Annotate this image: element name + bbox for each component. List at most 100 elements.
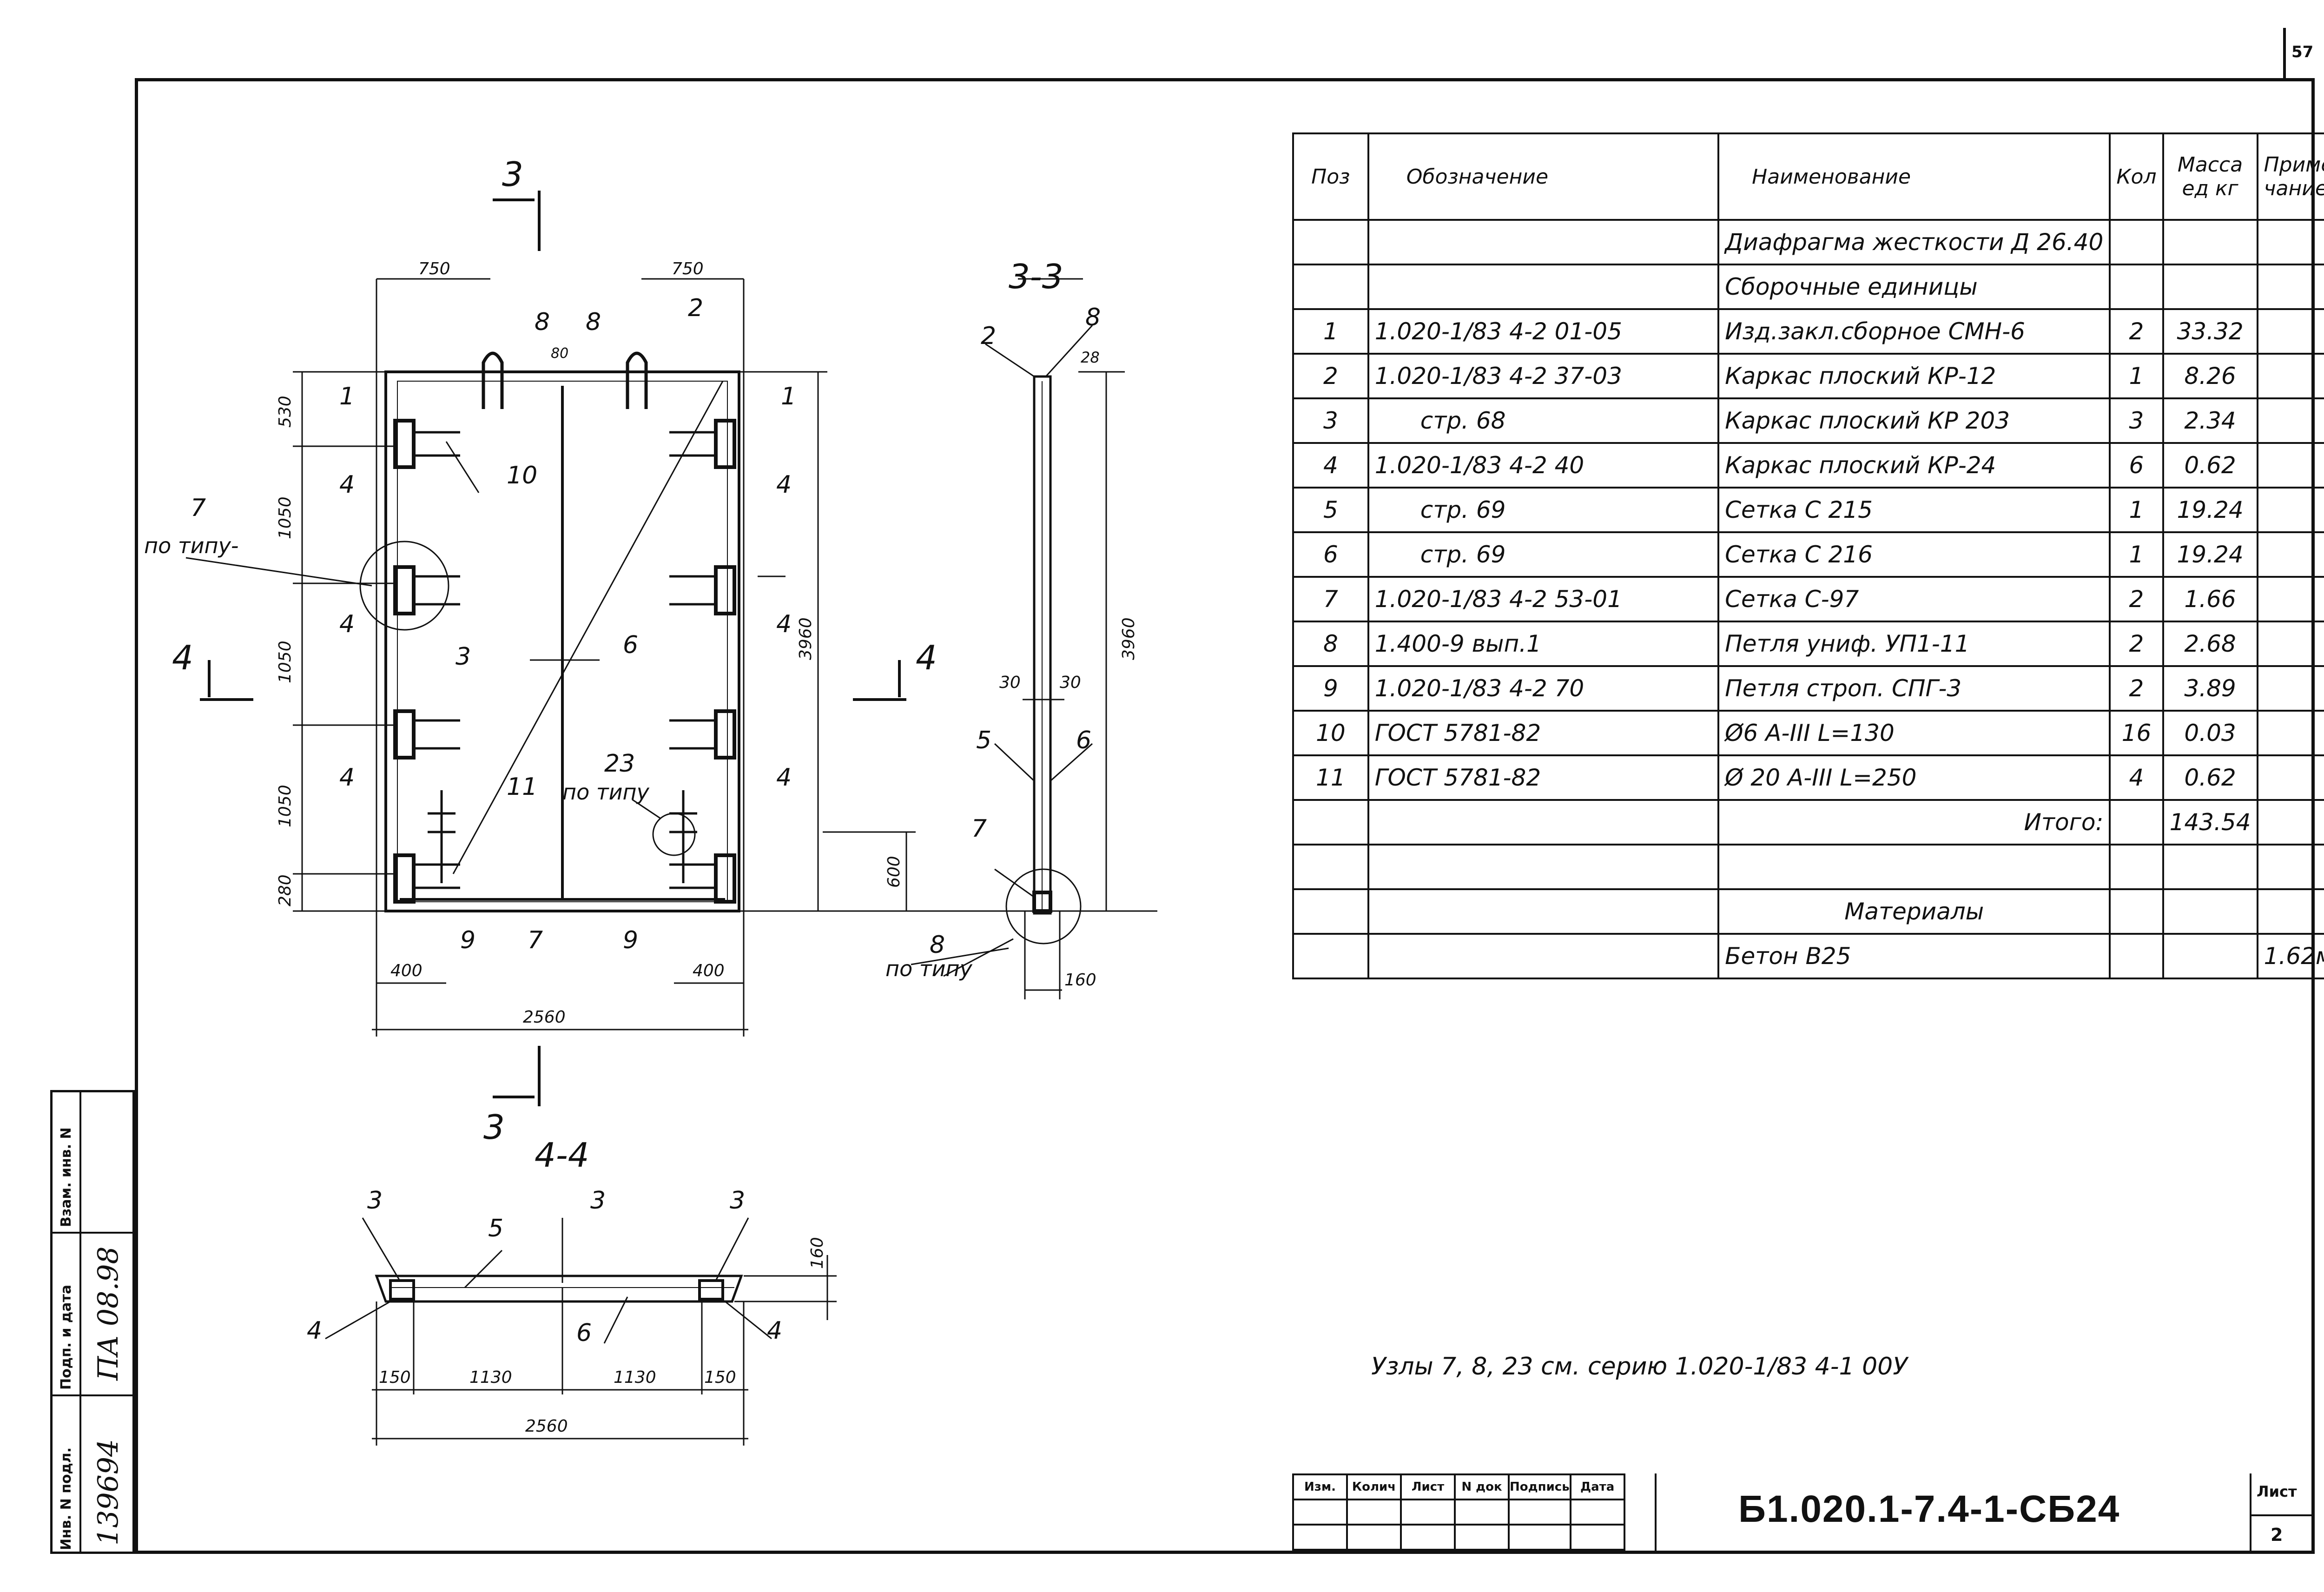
cell-mass: 0.62 [2162, 754, 2258, 801]
dim-1050-b: 1050 [276, 641, 295, 683]
cell-mass [2162, 219, 2258, 265]
cell-qty: 1 [2109, 531, 2164, 578]
dim-3960-elev: 3960 [796, 617, 815, 660]
cell-qty [2109, 264, 2164, 310]
sheet-value: 2 [2271, 1525, 2283, 1545]
section-3-3 [911, 278, 1125, 999]
cell-note [2256, 710, 2324, 756]
stamp-label-podp: Подп. и дата [58, 1284, 74, 1390]
cell-pos: 9 [1292, 665, 1369, 712]
sheet-label: Лист [2257, 1483, 2297, 1500]
cell-designation: стр. 69 [1367, 531, 1720, 578]
cell-pos [1292, 799, 1369, 846]
cell-note: 1.62м³ [2256, 933, 2324, 979]
table-row [1292, 844, 2324, 890]
cell-designation: 1.020-1/83 4-2 40 [1367, 442, 1720, 489]
cell-name: Бетон В25 [1717, 933, 2111, 979]
cell-name: Материалы [1717, 888, 2111, 935]
dim-530: 530 [276, 396, 295, 428]
pos-6-44: 6 [576, 1319, 592, 1347]
dim-150-right: 150 [704, 1368, 736, 1387]
tb-divider-sheet [2250, 1473, 2251, 1554]
cell-pos: 11 [1292, 754, 1369, 801]
cell-qty: 4 [2109, 754, 2164, 801]
tb-col-data: Дата [1569, 1473, 1625, 1500]
cell-name: Ø6 А-III L=130 [1717, 710, 2111, 756]
cell-designation [1367, 844, 1720, 890]
tb-col-kol: Колич [1346, 1473, 1402, 1500]
view-title-33: 3-3 [1009, 257, 1063, 296]
main-elevation [185, 191, 1157, 1106]
cell-designation [1367, 219, 1720, 265]
cell-note [2256, 219, 2324, 265]
dim-150-left: 150 [379, 1368, 411, 1387]
stamp-value-podp: ПА 08.98 [92, 1246, 125, 1381]
cell-mass: 8.26 [2162, 353, 2258, 399]
cell-qty: 6 [2109, 442, 2164, 489]
dim-1050-a: 1050 [276, 496, 295, 539]
pos-11: 11 [507, 773, 537, 801]
dim-1130-right: 1130 [614, 1368, 656, 1387]
col-header-name: Наименование [1717, 132, 2111, 221]
cell-pos: 2 [1292, 353, 1369, 399]
cell-note [2256, 799, 2324, 846]
label-by-type-7: по типу- [144, 533, 238, 558]
cell-pos: 8 [1292, 621, 1369, 667]
cell-mass: 19.24 [2162, 487, 2258, 533]
cell-note [2256, 531, 2324, 578]
cell-qty: 1 [2109, 353, 2164, 399]
pos-9-right: 9 [623, 926, 638, 954]
section-4-4 [325, 1217, 837, 1446]
dim-750-left: 750 [418, 259, 450, 278]
pos-9-left: 9 [460, 926, 475, 954]
pos-7-bottom: 7 [528, 926, 543, 954]
cell-mass: 0.62 [2162, 442, 2258, 489]
cell-pos [1292, 888, 1369, 935]
cell-qty: 1 [2109, 487, 2164, 533]
dim-400-right: 400 [693, 961, 725, 980]
pos-4-l3: 4 [339, 764, 355, 792]
cell-pos: 10 [1292, 710, 1369, 756]
pos-6-33: 6 [1076, 727, 1091, 754]
pos-7-elev: 7 [191, 494, 206, 522]
pos-7-33: 7 [971, 815, 987, 843]
col-header-note: Приме- чание [2256, 132, 2324, 221]
cell-note [2256, 844, 2324, 890]
cell-note [2256, 264, 2324, 310]
cell-qty: 2 [2109, 576, 2164, 622]
cell-note [2256, 888, 2324, 935]
pos-3-44-right: 3 [730, 1187, 745, 1215]
cell-note [2256, 397, 2324, 444]
pos-4-r3: 4 [776, 764, 792, 792]
cell-mass [2162, 888, 2258, 935]
dim-28: 28 [1081, 349, 1100, 366]
cell-designation: 1.020-1/83 4-2 53-01 [1367, 576, 1720, 622]
pos-4-l2: 4 [339, 610, 355, 638]
pos-4-44-right: 4 [767, 1317, 782, 1345]
cell-designation [1367, 799, 1720, 846]
col-header-mass: Масса ед кг [2162, 132, 2258, 221]
col-header-qty: Кол [2109, 132, 2164, 221]
cell-qty [2109, 888, 2164, 935]
cell-note [2256, 576, 2324, 622]
cell-name: Петля строп. СПГ-3 [1717, 665, 2111, 712]
cell-designation [1367, 264, 1720, 310]
cell-qty: 3 [2109, 397, 2164, 444]
stamp-label-inv: Инв. N подл. [58, 1447, 74, 1550]
cell-mass: 143.54 [2162, 799, 2258, 846]
pos-23: 23 [604, 750, 635, 778]
cell-note [2256, 308, 2324, 355]
dim-30-right: 30 [1060, 673, 1081, 692]
dim-750-right: 750 [672, 259, 704, 278]
section-label-4-right: 4 [916, 638, 937, 677]
table-header-row: Поз Обозначение Наименование Кол Масса е… [1292, 132, 2324, 221]
pos-2-elev: 2 [688, 294, 703, 322]
dim-2560-bottom: 2560 [525, 1417, 568, 1436]
cell-name [1717, 844, 2111, 890]
cell-pos: 4 [1292, 442, 1369, 489]
